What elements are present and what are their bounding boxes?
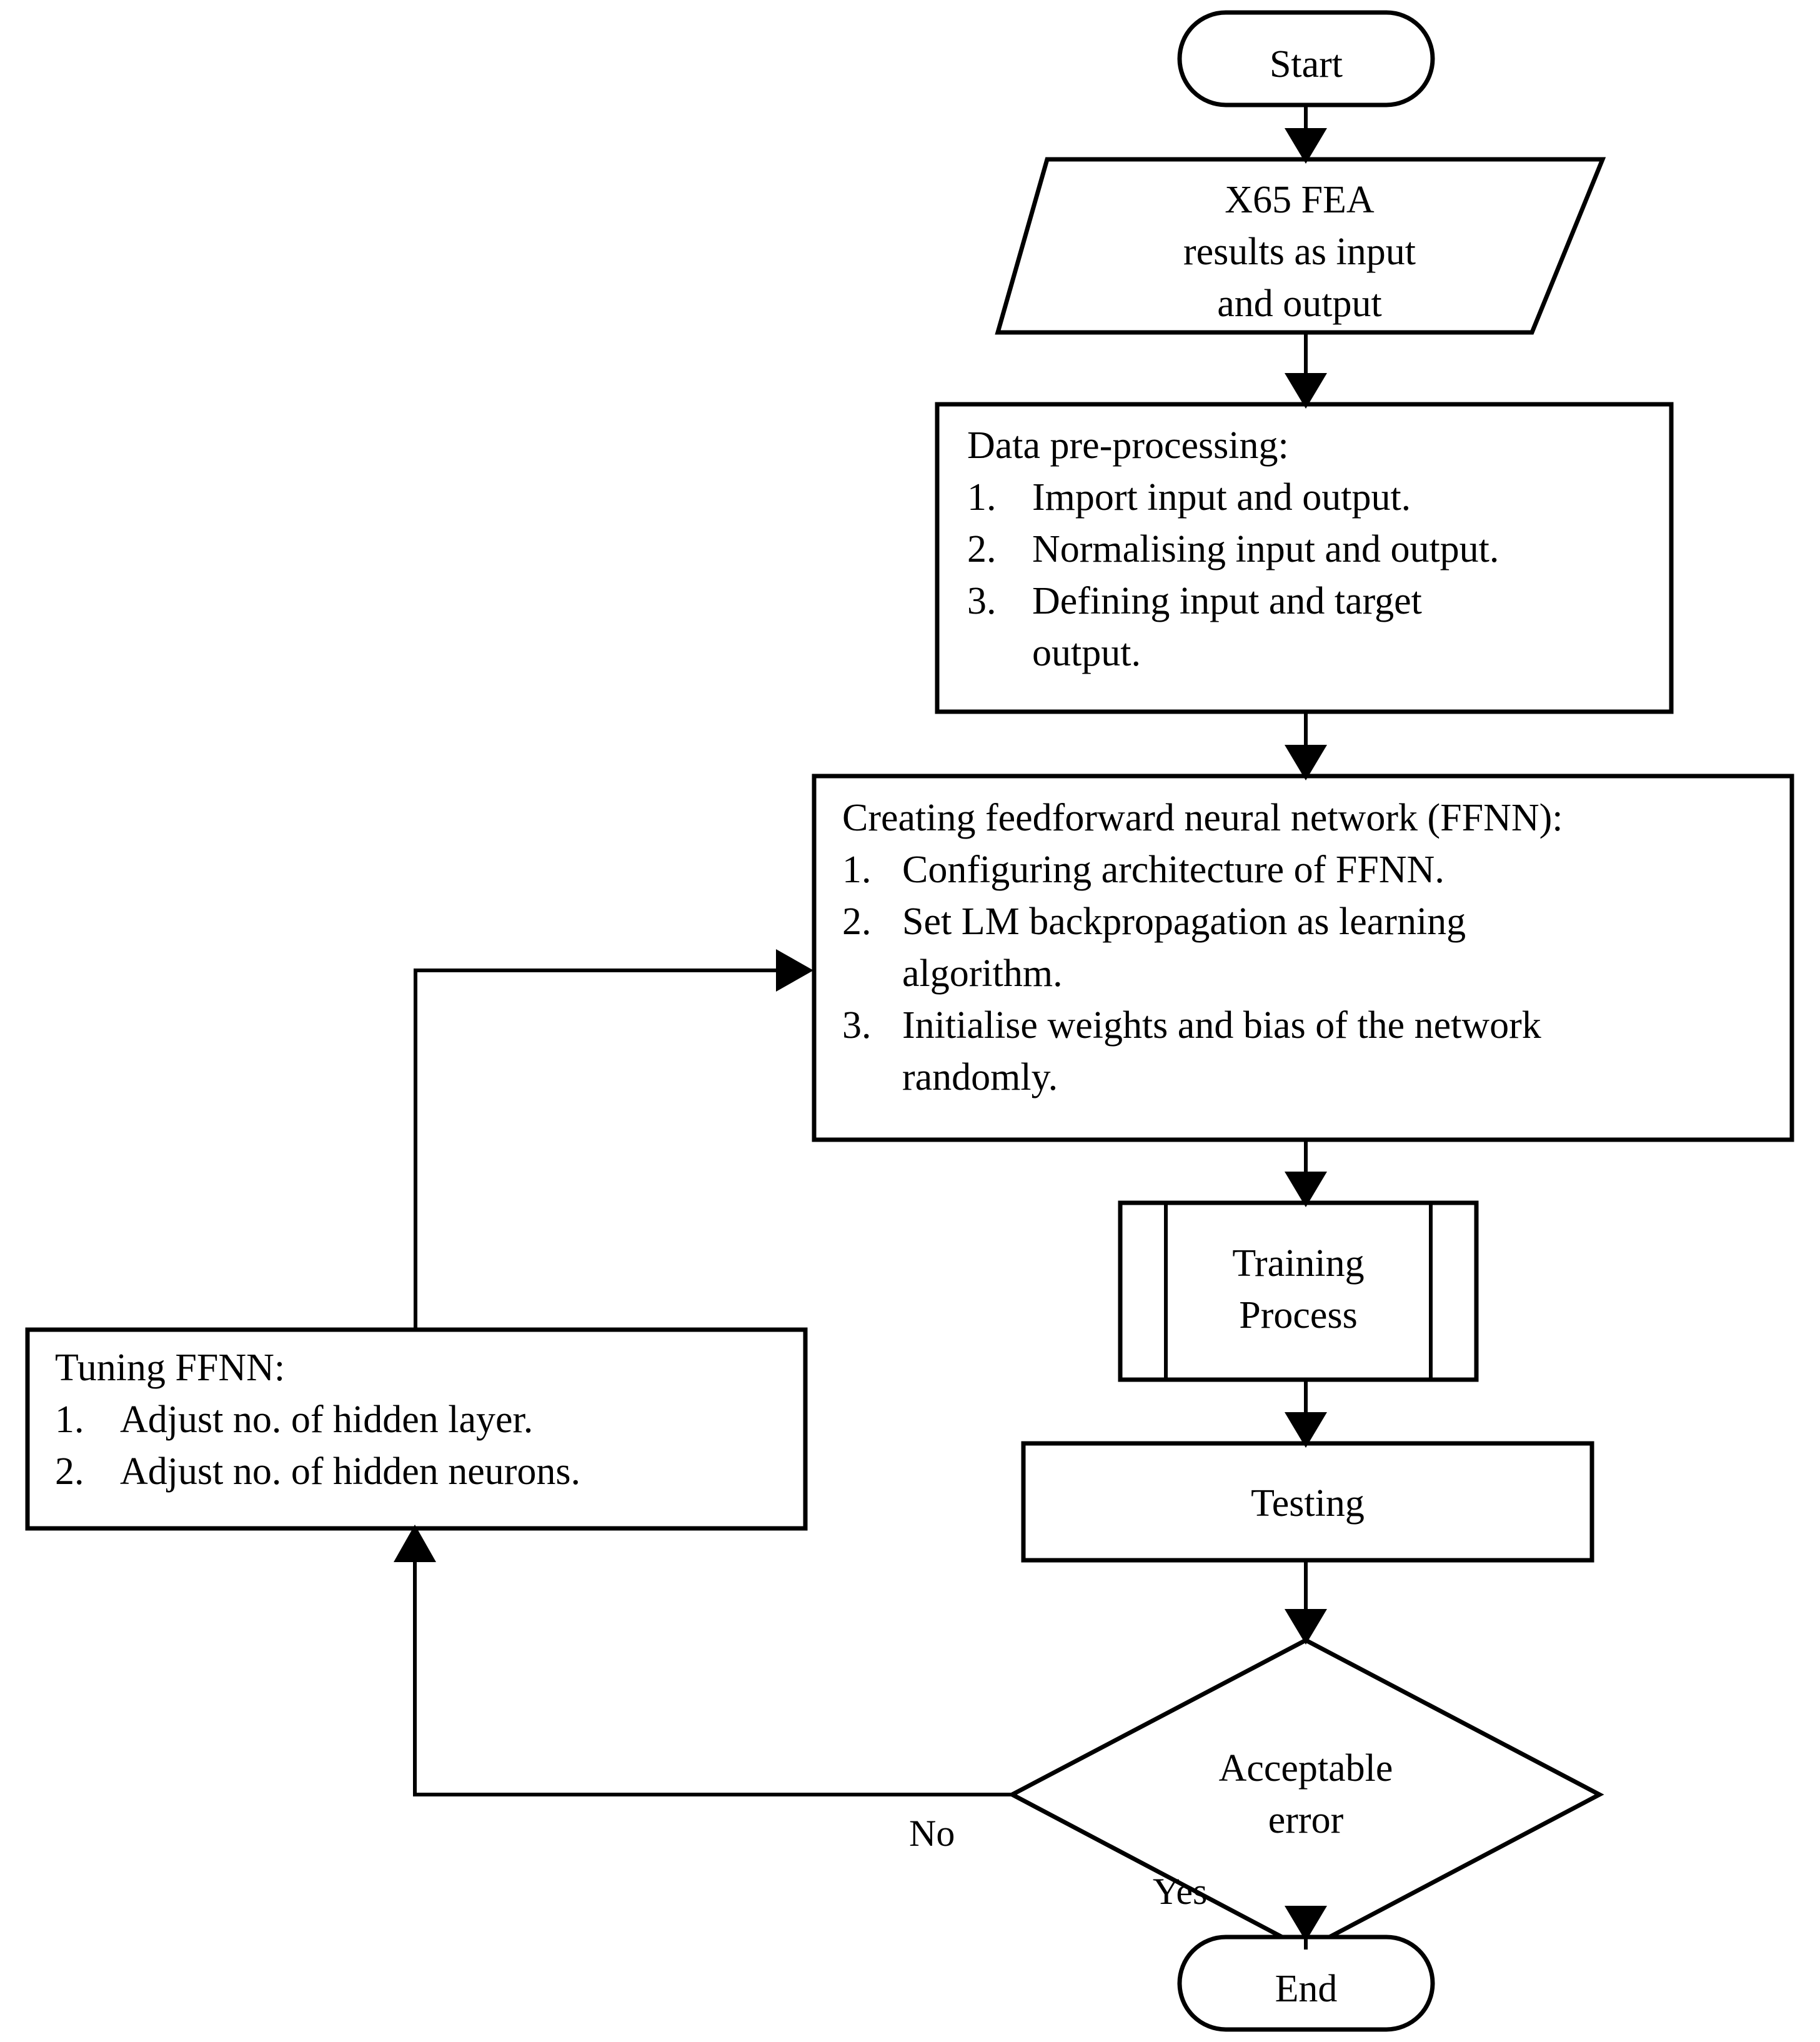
edge-testing-to-decision-arrow-icon xyxy=(1285,1609,1327,1645)
preprocessing-item-3-continuation-row: output. xyxy=(967,627,1667,679)
create-ffnn-item-1: 1. Configuring architecture of FFNN. xyxy=(842,844,1779,896)
preprocessing-item-1-text: Import input and output. xyxy=(1032,476,1411,519)
edge-training-to-testing-arrow-icon xyxy=(1285,1412,1327,1448)
decision-line-1: Acceptable xyxy=(1218,1747,1393,1790)
tuning-box-shape xyxy=(25,1327,808,1531)
preprocessing-item-2-number: 2. xyxy=(967,528,997,571)
tuning-item-2-number: 2. xyxy=(55,1450,84,1493)
end-terminator-label: End xyxy=(1275,1968,1338,2010)
edge-createffnn-to-training-arrow-icon xyxy=(1285,1172,1327,1207)
input-data-line-1: X65 FEA xyxy=(1225,179,1375,221)
input-data-line-3: and output xyxy=(1217,282,1382,325)
tuning-heading: Tuning FFNN: xyxy=(55,1347,286,1389)
create-ffnn-item-1-text: Configuring architecture of FFNN. xyxy=(902,849,1445,892)
preprocessing-item-3: 3. Defining input and target xyxy=(967,575,1667,627)
create-ffnn-item-2-number: 2. xyxy=(842,900,872,944)
create-ffnn-item-2-continuation-row: algorithm. xyxy=(842,948,1779,1000)
preprocessing-item-1: 1. Import input and output. xyxy=(967,472,1667,524)
tuning-text-block: Tuning FFNN: 1. Adjust no. of hidden lay… xyxy=(55,1342,792,1498)
create-ffnn-item-3: 3. Initialise weights and bias of the ne… xyxy=(842,1000,1779,1052)
create-ffnn-text-block: Creating feedforward neural network (FFN… xyxy=(842,792,1779,1103)
create-ffnn-box-shape xyxy=(812,774,1794,1142)
create-ffnn-item-2-continuation: algorithm. xyxy=(902,952,1063,995)
input-data-line-2: results as input xyxy=(1183,231,1416,273)
edge-decision-yes-to-end-arrow-icon xyxy=(1285,1906,1327,1941)
tuning-item-1-number: 1. xyxy=(55,1398,84,1442)
training-process-box-shape xyxy=(1118,1200,1479,1382)
tuning-item-2-text: Adjust no. of hidden neurons. xyxy=(120,1450,581,1493)
decision-line-2: error xyxy=(1268,1799,1344,1841)
preprocessing-item-3-continuation: output. xyxy=(1032,632,1141,675)
preprocessing-item-3-number: 3. xyxy=(967,580,997,623)
start-terminator-label: Start xyxy=(1269,43,1343,86)
edge-tuning-to-createffnn xyxy=(414,969,780,1330)
preprocessing-item-1-number: 1. xyxy=(967,476,997,519)
edge-label-yes: Yes xyxy=(1153,1871,1208,1912)
create-ffnn-heading: Creating feedforward neural network (FFN… xyxy=(842,797,1563,839)
input-data-parallelogram-shape xyxy=(995,157,1606,335)
preprocessing-box-shape xyxy=(935,402,1674,714)
create-ffnn-item-3-text: Initialise weights and bias of the netwo… xyxy=(902,1004,1541,1047)
edge-decision-no-to-tuning-arrow-icon xyxy=(394,1525,436,1562)
edge-input-to-preprocessing-arrow-icon xyxy=(1285,373,1327,409)
create-ffnn-item-2: 2. Set LM backpropagation as learning xyxy=(842,896,1779,948)
create-ffnn-item-1-number: 1. xyxy=(842,849,872,892)
training-process-line-1: Training xyxy=(1232,1242,1365,1285)
preprocessing-item-2: 2. Normalising input and output. xyxy=(967,524,1667,575)
create-ffnn-item-3-number: 3. xyxy=(842,1004,872,1047)
tuning-item-1-text: Adjust no. of hidden layer. xyxy=(120,1398,534,1442)
preprocessing-text-block: Data pre-processing: 1. Import input and… xyxy=(967,420,1667,679)
tuning-item-1: 1. Adjust no. of hidden layer. xyxy=(55,1394,792,1446)
create-ffnn-item-2-text: Set LM backpropagation as learning xyxy=(902,900,1466,944)
preprocessing-heading: Data pre-processing: xyxy=(967,424,1289,467)
create-ffnn-item-3-continuation-row: randomly. xyxy=(842,1052,1779,1103)
edge-decision-no-to-tuning xyxy=(413,1557,1012,1796)
edge-label-no: No xyxy=(909,1813,955,1854)
edge-start-to-input-arrow-icon xyxy=(1285,128,1327,164)
training-process-line-2: Process xyxy=(1239,1294,1358,1337)
preprocessing-item-2-text: Normalising input and output. xyxy=(1032,528,1499,571)
testing-label: Testing xyxy=(1251,1482,1365,1525)
create-ffnn-item-3-continuation: randomly. xyxy=(902,1056,1058,1099)
tuning-item-2: 2. Adjust no. of hidden neurons. xyxy=(55,1446,792,1498)
preprocessing-item-3-text: Defining input and target xyxy=(1032,580,1422,623)
edge-tuning-to-createffnn-arrow-icon xyxy=(776,949,813,992)
edge-preprocessing-to-createffnn-arrow-icon xyxy=(1285,745,1327,780)
